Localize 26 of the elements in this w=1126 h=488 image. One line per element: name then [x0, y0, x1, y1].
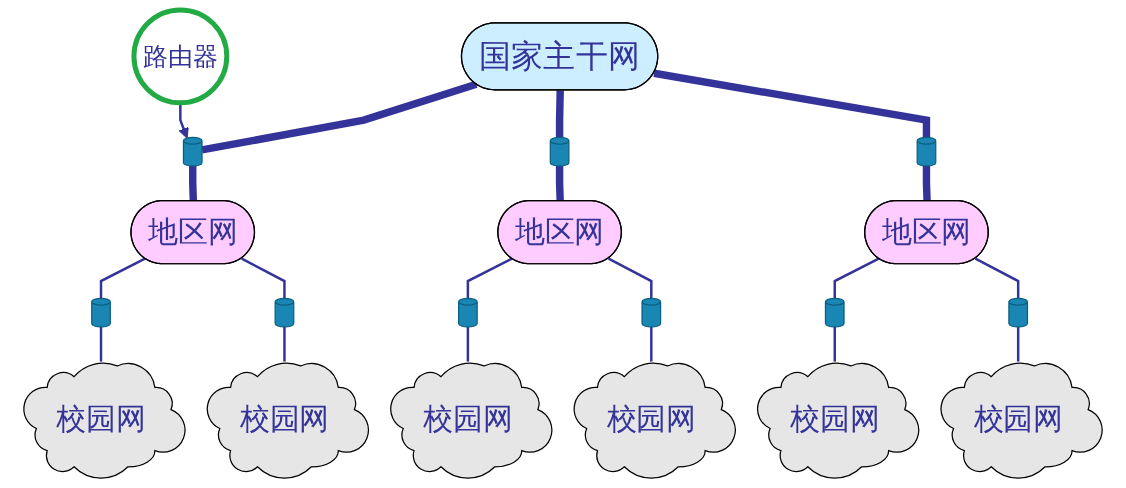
connector	[99, 326, 103, 362]
connector	[555, 165, 564, 202]
connector	[201, 80, 478, 154]
node-cylinder	[549, 136, 570, 167]
node-cylinder	[1008, 297, 1029, 328]
connector	[1016, 326, 1020, 362]
connector	[99, 257, 146, 299]
node-cylinder	[182, 136, 203, 167]
node-cylinder	[457, 297, 478, 328]
connector	[466, 326, 470, 362]
node-circle: 路由器	[131, 7, 230, 106]
connector	[241, 257, 286, 299]
node-cylinder	[824, 297, 845, 328]
node-cylinder	[91, 297, 111, 328]
connector	[974, 257, 1020, 299]
node-cylinder	[916, 136, 937, 167]
connector	[922, 165, 931, 202]
node-cylinder	[641, 297, 662, 328]
node-cylinder	[274, 297, 295, 328]
connector	[189, 165, 198, 202]
connector	[283, 326, 286, 362]
connector	[650, 326, 653, 362]
connector	[466, 257, 513, 299]
connector	[608, 257, 653, 299]
connector	[833, 326, 836, 362]
connector	[833, 257, 880, 299]
